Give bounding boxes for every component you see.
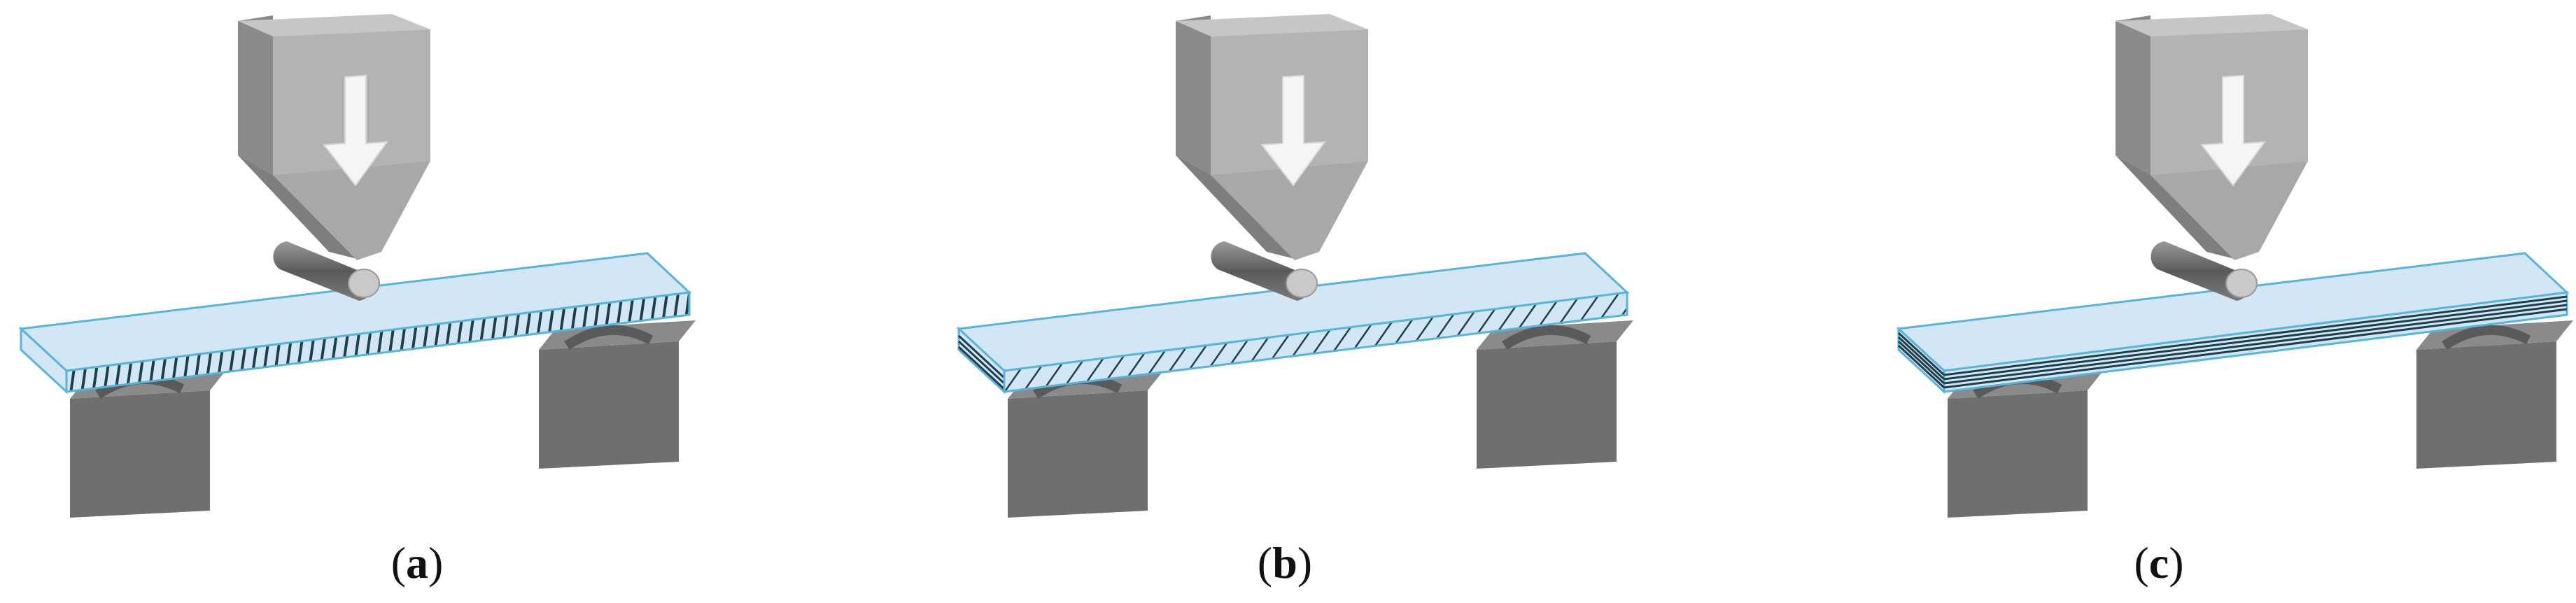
punch-body-side [1176, 15, 1211, 175]
specimen-end-layer-line [957, 346, 1006, 390]
punch-taper-side [2116, 155, 2234, 259]
punch-body-side [238, 15, 273, 175]
specimen-end-layer-line [1897, 332, 1945, 376]
punch-roller [273, 241, 373, 301]
punch-body-top [2116, 14, 2308, 36]
right-support-front [2416, 341, 2556, 469]
punch-roller-end [1286, 269, 1318, 298]
panel-label-c: (c) [2134, 538, 2184, 588]
left-support [1008, 369, 1164, 518]
loading-punch [238, 14, 430, 301]
punch-taper-front [2151, 161, 2308, 260]
specimen-front-face-angled-plies [1003, 291, 1628, 393]
down-arrow-icon [1260, 74, 1327, 187]
punch-taper-side [1176, 155, 1295, 259]
specimen-layer-line [1943, 299, 2568, 381]
left-support-front [1008, 390, 1148, 518]
punch-roller-end [348, 269, 380, 298]
panel-label-b: (b) [1257, 538, 1313, 588]
right-support-front [539, 341, 679, 469]
right-support-front [1477, 341, 1617, 469]
right-support-groove [2442, 325, 2531, 350]
right-support-groove [1502, 325, 1591, 350]
panel-b [956, 14, 1633, 518]
punch-roller [2151, 241, 2251, 301]
left-support-front [1948, 390, 2088, 518]
right-support [2416, 320, 2573, 469]
punch-body-top [1176, 14, 1368, 36]
left-support [1948, 369, 2104, 518]
specimen-end-layer-line [957, 334, 1006, 379]
down-arrow-icon [323, 74, 389, 187]
right-support-groove [564, 325, 654, 350]
down-arrow-icon [2200, 74, 2267, 187]
punch-body-top [238, 14, 430, 36]
left-support-front [70, 390, 210, 518]
loading-punch [2116, 14, 2308, 301]
panel-label-a: (a) [390, 538, 444, 588]
punch-body-side [2116, 15, 2151, 175]
specimen-end-layer-line [1897, 344, 1945, 389]
loading-punch [1176, 14, 1368, 301]
specimen-front-face-0deg-plies [65, 291, 691, 393]
specimen-end-layer-line [1897, 336, 1945, 381]
punch-roller-end [2225, 269, 2258, 298]
specimen-layer-line [1943, 295, 2568, 376]
panel-a [18, 14, 696, 518]
specimen-layer-line [1943, 304, 2568, 385]
specimen-end-layer-line [1897, 340, 1945, 385]
left-support [70, 369, 227, 518]
right-support [539, 320, 696, 469]
punch-taper-front [273, 161, 430, 260]
panel-c [1896, 14, 2573, 518]
punch-taper-side [238, 155, 357, 259]
specimen-layer-line [1943, 308, 2568, 389]
right-support [1477, 320, 1633, 469]
punch-roller [1211, 241, 1311, 301]
punch-taper-front [1211, 161, 1368, 260]
specimen-end-layer-line [957, 340, 1006, 385]
